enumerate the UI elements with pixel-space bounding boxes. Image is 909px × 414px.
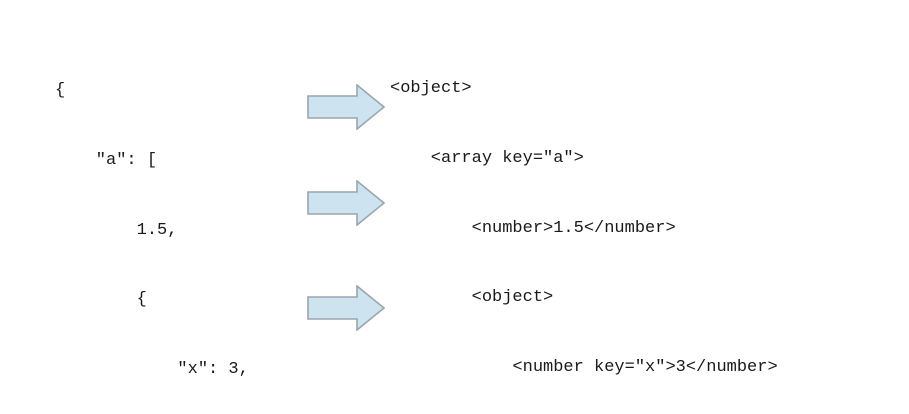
json-line: "x": 3, xyxy=(55,359,249,379)
json-source-block: { "a": [ 1.5, { "x": 3, "y": true }, nul… xyxy=(55,33,269,414)
right-arrow-icon xyxy=(307,84,385,130)
json-line: "a": [ xyxy=(55,151,158,170)
right-arrow-icon xyxy=(307,180,385,226)
json-line: { xyxy=(55,290,147,310)
xml-line: <array key="a"> xyxy=(390,149,584,168)
json-line: { xyxy=(55,81,66,101)
xml-result-block: <object> <array key="a"> <number>1.5</nu… xyxy=(390,31,829,414)
xml-line: <number>1.5</number> xyxy=(390,218,676,238)
right-arrow-icon xyxy=(307,285,385,331)
xml-line: <object> xyxy=(390,79,472,99)
json-line: 1.5, xyxy=(55,220,178,240)
xml-line: <number key="x">3</number> xyxy=(390,357,778,377)
xml-line: <object> xyxy=(390,288,554,308)
